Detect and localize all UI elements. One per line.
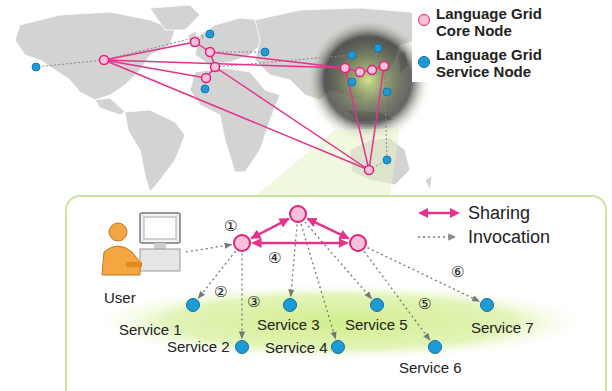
continents [15, 5, 432, 192]
user-box: User [98, 212, 186, 306]
legend-text: Invocation [468, 227, 550, 247]
user-icon [102, 213, 180, 275]
zoom-highlight [306, 18, 430, 142]
legend-swatch [418, 56, 430, 68]
map-sharing-lines [104, 42, 384, 170]
service-ground [95, 284, 585, 360]
legend-text: Sharing [468, 203, 530, 223]
sharing-arrow [251, 219, 288, 238]
callout-number: ④ [268, 250, 281, 266]
service-label: Service 4 [265, 339, 328, 356]
core-node-circle [289, 205, 307, 223]
zoom-wedge [255, 128, 400, 196]
core-node-circle [349, 234, 367, 252]
map-invocation-lines [36, 34, 387, 170]
callout-number: ① [224, 218, 237, 234]
invocation-arrow [241, 254, 242, 339]
service-node-circle: Service 3 [283, 298, 297, 312]
zoom-panel [66, 196, 606, 391]
legend-text: Language Grid Service Node [436, 46, 568, 80]
legend-sharing-sample [418, 208, 460, 218]
legend-invocation-sample [418, 236, 455, 238]
invocation-arrow [186, 245, 232, 252]
service-label: Service 3 [257, 316, 320, 333]
callout-number: ② [214, 284, 227, 300]
service-label: Service 6 [399, 359, 462, 376]
invocation-arrow [367, 248, 479, 302]
user-label: User [104, 289, 136, 306]
service-node-circle: Service 4 [331, 340, 345, 354]
service-node-circle: Service 6 [428, 340, 442, 354]
service-label: Service 1 [119, 321, 182, 338]
sharing-arrow [307, 219, 348, 239]
callout-number: ③ [247, 294, 260, 310]
map-core-nodes [100, 38, 389, 175]
service-label: Service 2 [167, 338, 230, 355]
map-service-nodes [32, 30, 391, 164]
legend-swatch [418, 14, 430, 26]
callout-number: ⑥ [451, 264, 464, 280]
service-node-circle: Service 7 [480, 298, 494, 312]
sharing-arrow [253, 242, 348, 245]
service-label: Service 7 [471, 319, 534, 336]
service-node-circle: Service 5 [370, 298, 384, 312]
legend-panel [412, 0, 612, 82]
service-node-circle: Service 2 [235, 340, 249, 354]
service-label: Service 5 [345, 316, 408, 333]
service-node-circle: Service 1 [186, 298, 200, 312]
core-node-circle [233, 234, 251, 252]
invocation-arrow [305, 222, 372, 299]
invocation-arrow [291, 224, 297, 296]
legend-text: Language Grid Core Node [436, 5, 568, 39]
callout-number: ⑤ [418, 296, 431, 312]
